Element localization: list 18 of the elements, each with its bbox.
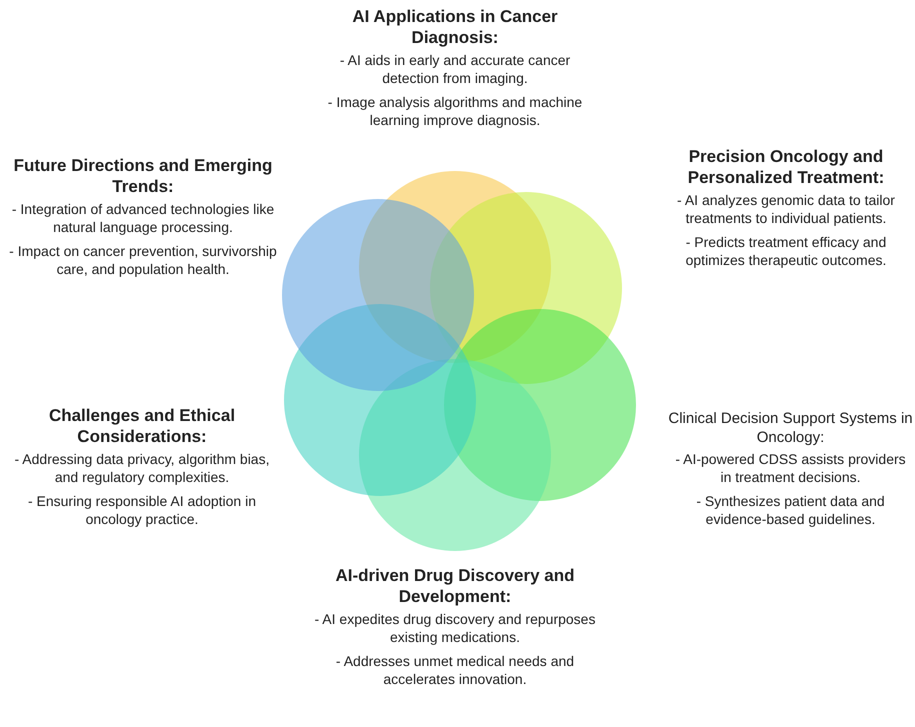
bullet-text: - AI expedites drug discovery and repurposes existing medications. [314,610,596,646]
heading-text: Clinical Decision Support Systems in Oncology: [668,410,913,448]
heading-text: AI-driven Drug Discovery and Development: [334,565,576,608]
heading-text: Challenges and Ethical Considerations: [48,405,236,448]
bullet-text: - Impact on cancer prevention, survivorship care, and population health. [8,242,278,278]
bullet-text: - Integration of advanced technologies like natural language processing. [10,200,276,236]
bullet-text: - Addresses unmet medical needs and accelerates innovation. [334,652,576,688]
bullet-text: - Addressing data privacy, algorithm bias, and regulatory complexities. [14,450,270,486]
bullet-text: - Synthesizes patient data and evidence-based guidelines. [695,492,886,528]
bullet-text: - Image analysis algorithms and machine learning improve diagnosis. [326,92,584,130]
bullet-text: - AI-powered CDSS assists providers in treatment decisions. [674,450,907,486]
bullet-text: - Ensuring responsible AI adoption in oncology practice. [26,492,258,528]
bullet-text: - Predicts treatment efficacy and optimizes therapeutic outcomes. [684,232,888,270]
heading-text: Precision Oncology and Personalized Treatment: [686,146,886,188]
bullet-text: - AI analyzes genomic data to tailor treatments to individual patients. [676,190,896,227]
heading-text: AI Applications in Cancer Diagnosis: [351,6,559,48]
heading-text: Future Directions and Emerging Trends: [12,155,274,198]
bullet-text: - AI aids in early and accurate cancer detection from imaging. [338,50,572,87]
